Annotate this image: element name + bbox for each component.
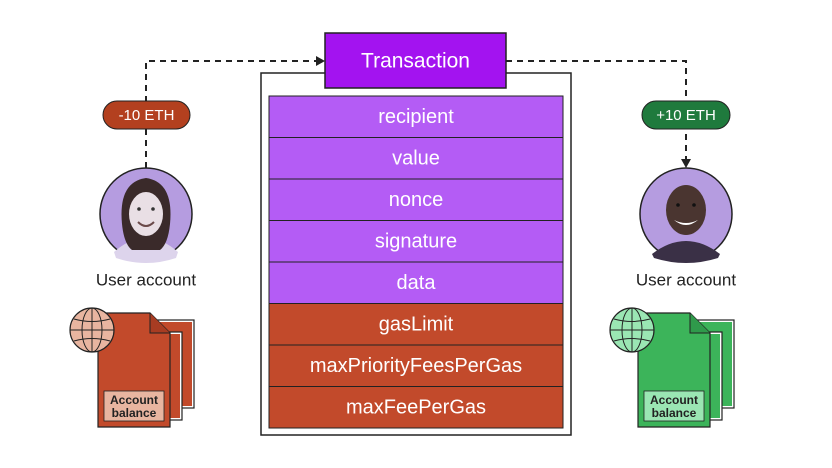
field-row-maxfeepergas — [268, 386, 564, 429]
receiver-account: +10 ETH User account Account balance — [609, 100, 736, 428]
transaction-fields: recipient value nonce signature data gasLimit… — [268, 95, 564, 429]
sender-balance-stack: Account balance — [97, 312, 195, 428]
receiver-balance-stack: Account balance — [637, 312, 735, 428]
debit-amount: -10 ETH — [119, 107, 175, 124]
credit-amount: +10 ETH — [656, 107, 716, 124]
receiver-balance-line1: Account — [650, 393, 698, 407]
field-label-nonce: nonce — [389, 189, 444, 211]
receiver-avatar — [639, 167, 733, 263]
globe-icon — [609, 307, 655, 353]
debit-pill — [102, 100, 191, 130]
field-row-maxpriorityfeespergas — [268, 344, 564, 387]
field-label-signature: signature — [375, 230, 457, 252]
field-label-maxpriorityfeespergas: maxPriorityFeesPerGas — [310, 355, 522, 377]
credit-pill — [641, 100, 731, 130]
transaction-title-box — [324, 32, 507, 89]
field-row-nonce — [268, 178, 564, 221]
arrowhead-down — [681, 159, 691, 168]
arrowhead-right — [316, 56, 325, 66]
field-label-value: value — [392, 147, 440, 169]
field-label-recipient: recipient — [378, 106, 454, 128]
field-label-data: data — [397, 272, 437, 294]
sender-to-transaction-arrow — [145, 60, 318, 168]
receiver-balance-line2: balance — [652, 406, 697, 420]
transaction-card: Transaction recipient value nonce signature… — [260, 32, 572, 436]
sender-account: -10 ETH User account Account balance — [69, 100, 196, 428]
sender-balance-line2: balance — [112, 406, 157, 420]
field-row-data — [268, 261, 564, 304]
field-row-gaslimit — [268, 303, 564, 346]
globe-icon — [69, 307, 115, 353]
field-label-maxfeepergas: maxFeePerGas — [346, 396, 486, 418]
transaction-title: Transaction — [361, 50, 470, 73]
sender-avatar — [99, 167, 193, 263]
field-row-signature — [268, 220, 564, 263]
sender-balance-line1: Account — [110, 393, 158, 407]
sender-label: User account — [96, 271, 196, 290]
receiver-label: User account — [636, 271, 736, 290]
field-row-value — [268, 137, 564, 180]
field-row-recipient — [268, 95, 564, 138]
field-label-gaslimit: gasLimit — [379, 313, 454, 335]
